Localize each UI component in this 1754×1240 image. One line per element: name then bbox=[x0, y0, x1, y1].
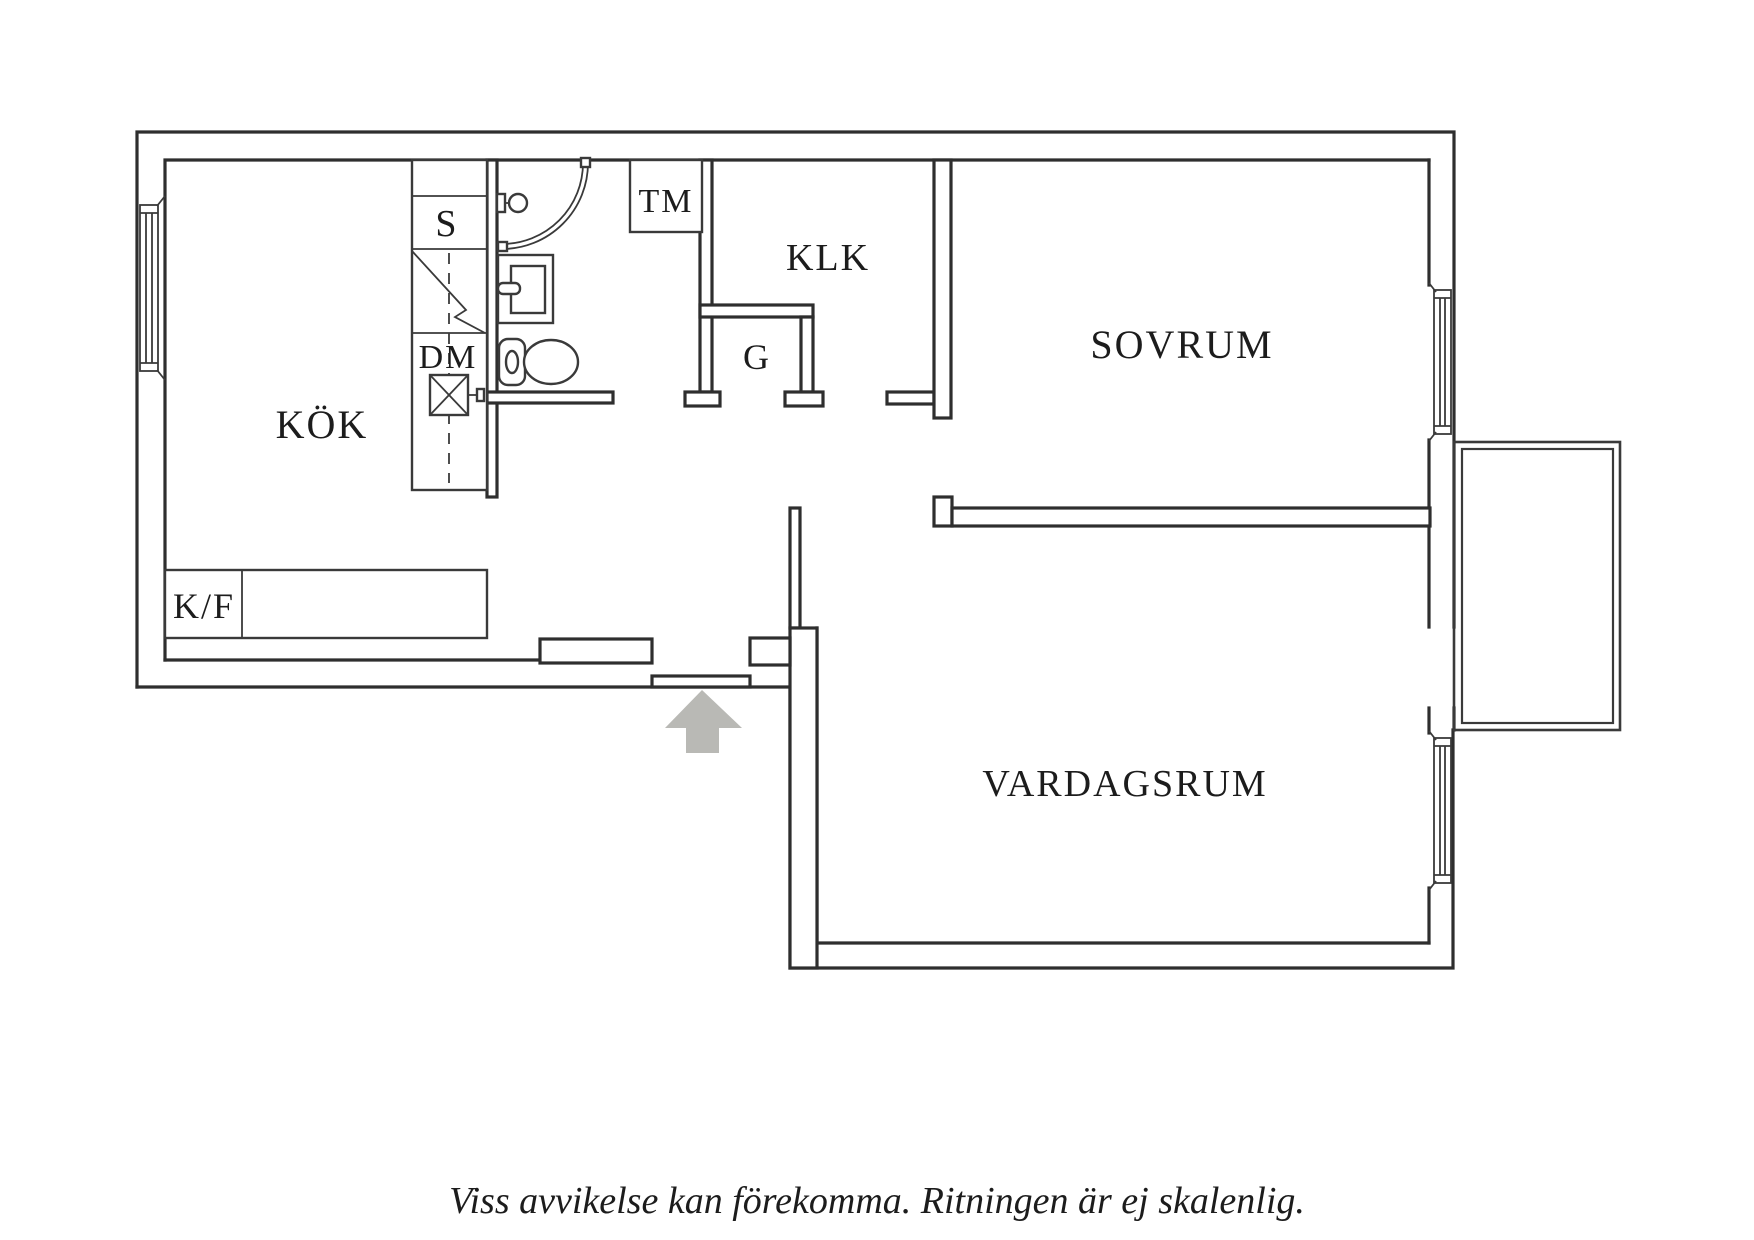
fridge-freezer-label: K/F bbox=[173, 586, 235, 626]
bedroom-label: SOVRUM bbox=[1090, 322, 1273, 367]
balcony bbox=[1452, 440, 1622, 732]
window-living-room-icon bbox=[1428, 730, 1452, 891]
dishwasher-label: DM bbox=[419, 339, 478, 376]
dishwasher-icon bbox=[428, 373, 486, 417]
sink-icon bbox=[496, 253, 555, 325]
toilet-icon bbox=[497, 337, 580, 387]
interior-walls bbox=[485, 158, 1432, 970]
entrance-arrow-icon bbox=[665, 690, 742, 753]
kitchen-label: KÖK bbox=[276, 402, 369, 447]
kitchen-cabinet-column bbox=[410, 158, 489, 492]
washing-machine-box bbox=[628, 158, 704, 234]
fridge-freezer-counter bbox=[163, 568, 489, 640]
window-kitchen-icon bbox=[139, 195, 166, 381]
living-room-label: VARDAGSRUM bbox=[982, 763, 1267, 805]
wardrobe-label: G bbox=[743, 337, 771, 377]
cabinet-label: S bbox=[435, 203, 458, 245]
disclaimer-text: Viss avvikelse kan förekomma. Ritningen … bbox=[449, 1180, 1305, 1222]
tall-cabinet-symbol bbox=[411, 250, 486, 334]
washing-machine-label: TM bbox=[639, 183, 694, 220]
walk-in-closet-label: KLK bbox=[786, 237, 870, 279]
shower-icon bbox=[495, 156, 592, 253]
window-bedroom-icon bbox=[1428, 282, 1452, 442]
